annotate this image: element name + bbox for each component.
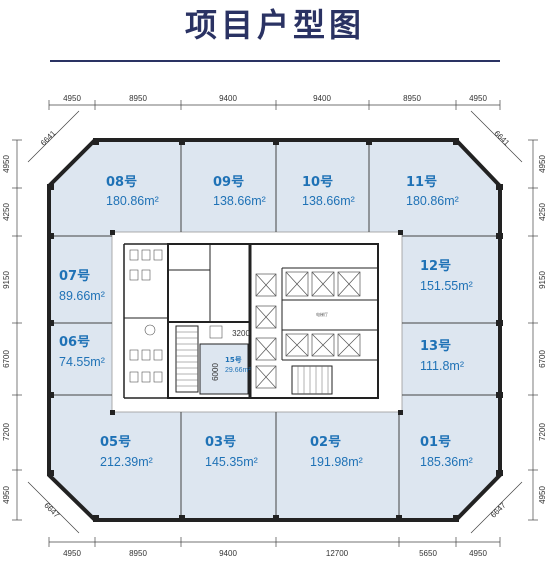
unit-name: 09号 [213,175,244,190]
unit-name: 10号 [302,175,333,190]
svg-text:8950: 8950 [129,549,147,558]
svg-text:7200: 7200 [538,423,547,441]
unit-11: 11号 180.86m² [406,175,459,208]
elevator-shafts [255,271,361,389]
unit-name: 11号 [406,175,437,190]
svg-text:4950: 4950 [2,486,11,504]
right-dimension-line [528,139,538,521]
diag-label-tr: 6641 [492,129,511,148]
unit-area: 185.36m² [420,455,473,469]
unit-name: 06号 [59,335,90,350]
svg-text:8950: 8950 [403,94,421,103]
svg-text:4950: 4950 [2,155,11,173]
unit-area: 180.86m² [406,194,459,208]
svg-text:5650: 5650 [419,549,437,558]
svg-text:9150: 9150 [2,271,11,289]
unit-name: 15号 [225,355,242,364]
unit-area: 138.66m² [213,194,266,208]
svg-text:9400: 9400 [219,549,237,558]
unit-09: 09号 138.66m² [213,175,266,208]
top-dimensions: 4950 8950 9400 9400 8950 4950 [63,94,487,103]
svg-text:4950: 4950 [469,94,487,103]
page-title: 项目户型图 [184,6,365,44]
unit-10: 10号 138.66m² [302,175,355,208]
svg-text:6700: 6700 [2,350,11,368]
svg-text:9400: 9400 [219,94,237,103]
unit-13: 13号 111.8m² [420,339,464,373]
diagonal-dim-bottom-right [470,481,523,534]
svg-text:8950: 8950 [129,94,147,103]
columns [47,138,503,522]
diagonal-dim-top-left [27,110,80,163]
unit-name: 05号 [100,435,131,450]
diag-label-bl: 6647 [42,501,61,520]
unit-area: 74.55m² [59,355,105,369]
unit-area: 29.66m² [225,367,251,374]
staircase [175,325,333,395]
diag-label-tl: 6641 [39,128,58,147]
svg-text:4950: 4950 [469,549,487,558]
unit-name: 03号 [205,435,236,450]
bottom-dimensions: 4950 8950 9400 12700 5650 4950 [63,549,487,558]
unit-name: 13号 [420,339,451,354]
svg-text:4950: 4950 [63,549,81,558]
svg-text:9150: 9150 [538,271,547,289]
unit-area: 145.35m² [205,455,258,469]
unit-12: 12号 151.55m² [420,259,473,293]
unit-area: 151.55m² [420,279,473,293]
unit-08: 08号 180.86m² [106,175,159,208]
partition-walls [52,143,497,517]
svg-text:4250: 4250 [2,203,11,221]
svg-text:6700: 6700 [538,350,547,368]
svg-text:7200: 7200 [2,423,11,441]
svg-text:12700: 12700 [326,549,349,558]
unit-05: 05号 212.39m² [100,435,153,469]
svg-text:4950: 4950 [63,94,81,103]
left-dimensions: 4950 4250 9150 6700 7200 4950 [2,155,11,504]
unit-01: 01号 185.36m² [420,435,473,469]
unit-name: 01号 [420,435,451,450]
unit-area: 191.98m² [310,455,363,469]
unit-name: 08号 [106,175,137,190]
core-lobby-label: 电梯厅 [316,311,328,317]
unit-area: 180.86m² [106,194,159,208]
unit-area: 138.66m² [302,194,355,208]
unit-area: 212.39m² [100,455,153,469]
restroom-fixtures [129,249,223,383]
svg-text:4250: 4250 [538,203,547,221]
unit-area: 89.66m² [59,289,105,303]
core-width-label: 3200 [232,329,250,338]
unit-area: 111.8m² [420,359,464,373]
diagonal-dim-top-right [470,110,523,163]
unit-03: 03号 145.35m² [205,435,258,469]
title-underline [50,60,500,62]
core-walls [123,243,379,399]
diag-label-br: 6647 [489,500,508,519]
left-dimension-line [12,139,22,521]
svg-text:4950: 4950 [538,155,547,173]
right-dimensions: 4950 4250 9150 6700 7200 4950 [538,155,547,504]
unit-15-area [199,343,249,395]
unit-name: 07号 [59,269,90,284]
bottom-dimension-line [48,537,501,547]
unit-name: 02号 [310,435,341,450]
unit-02: 02号 191.98m² [310,435,363,469]
core-height-label: 6000 [211,363,220,381]
unit-06: 06号 74.55m² [59,335,105,369]
unit-15: 15号 29.66m² [225,355,251,374]
unit-name: 12号 [420,259,451,274]
unit-07: 07号 89.66m² [59,269,105,303]
svg-text:4950: 4950 [538,486,547,504]
diagonal-dim-bottom-left [27,481,80,534]
top-dimension-line [48,100,501,110]
svg-text:9400: 9400 [313,94,331,103]
